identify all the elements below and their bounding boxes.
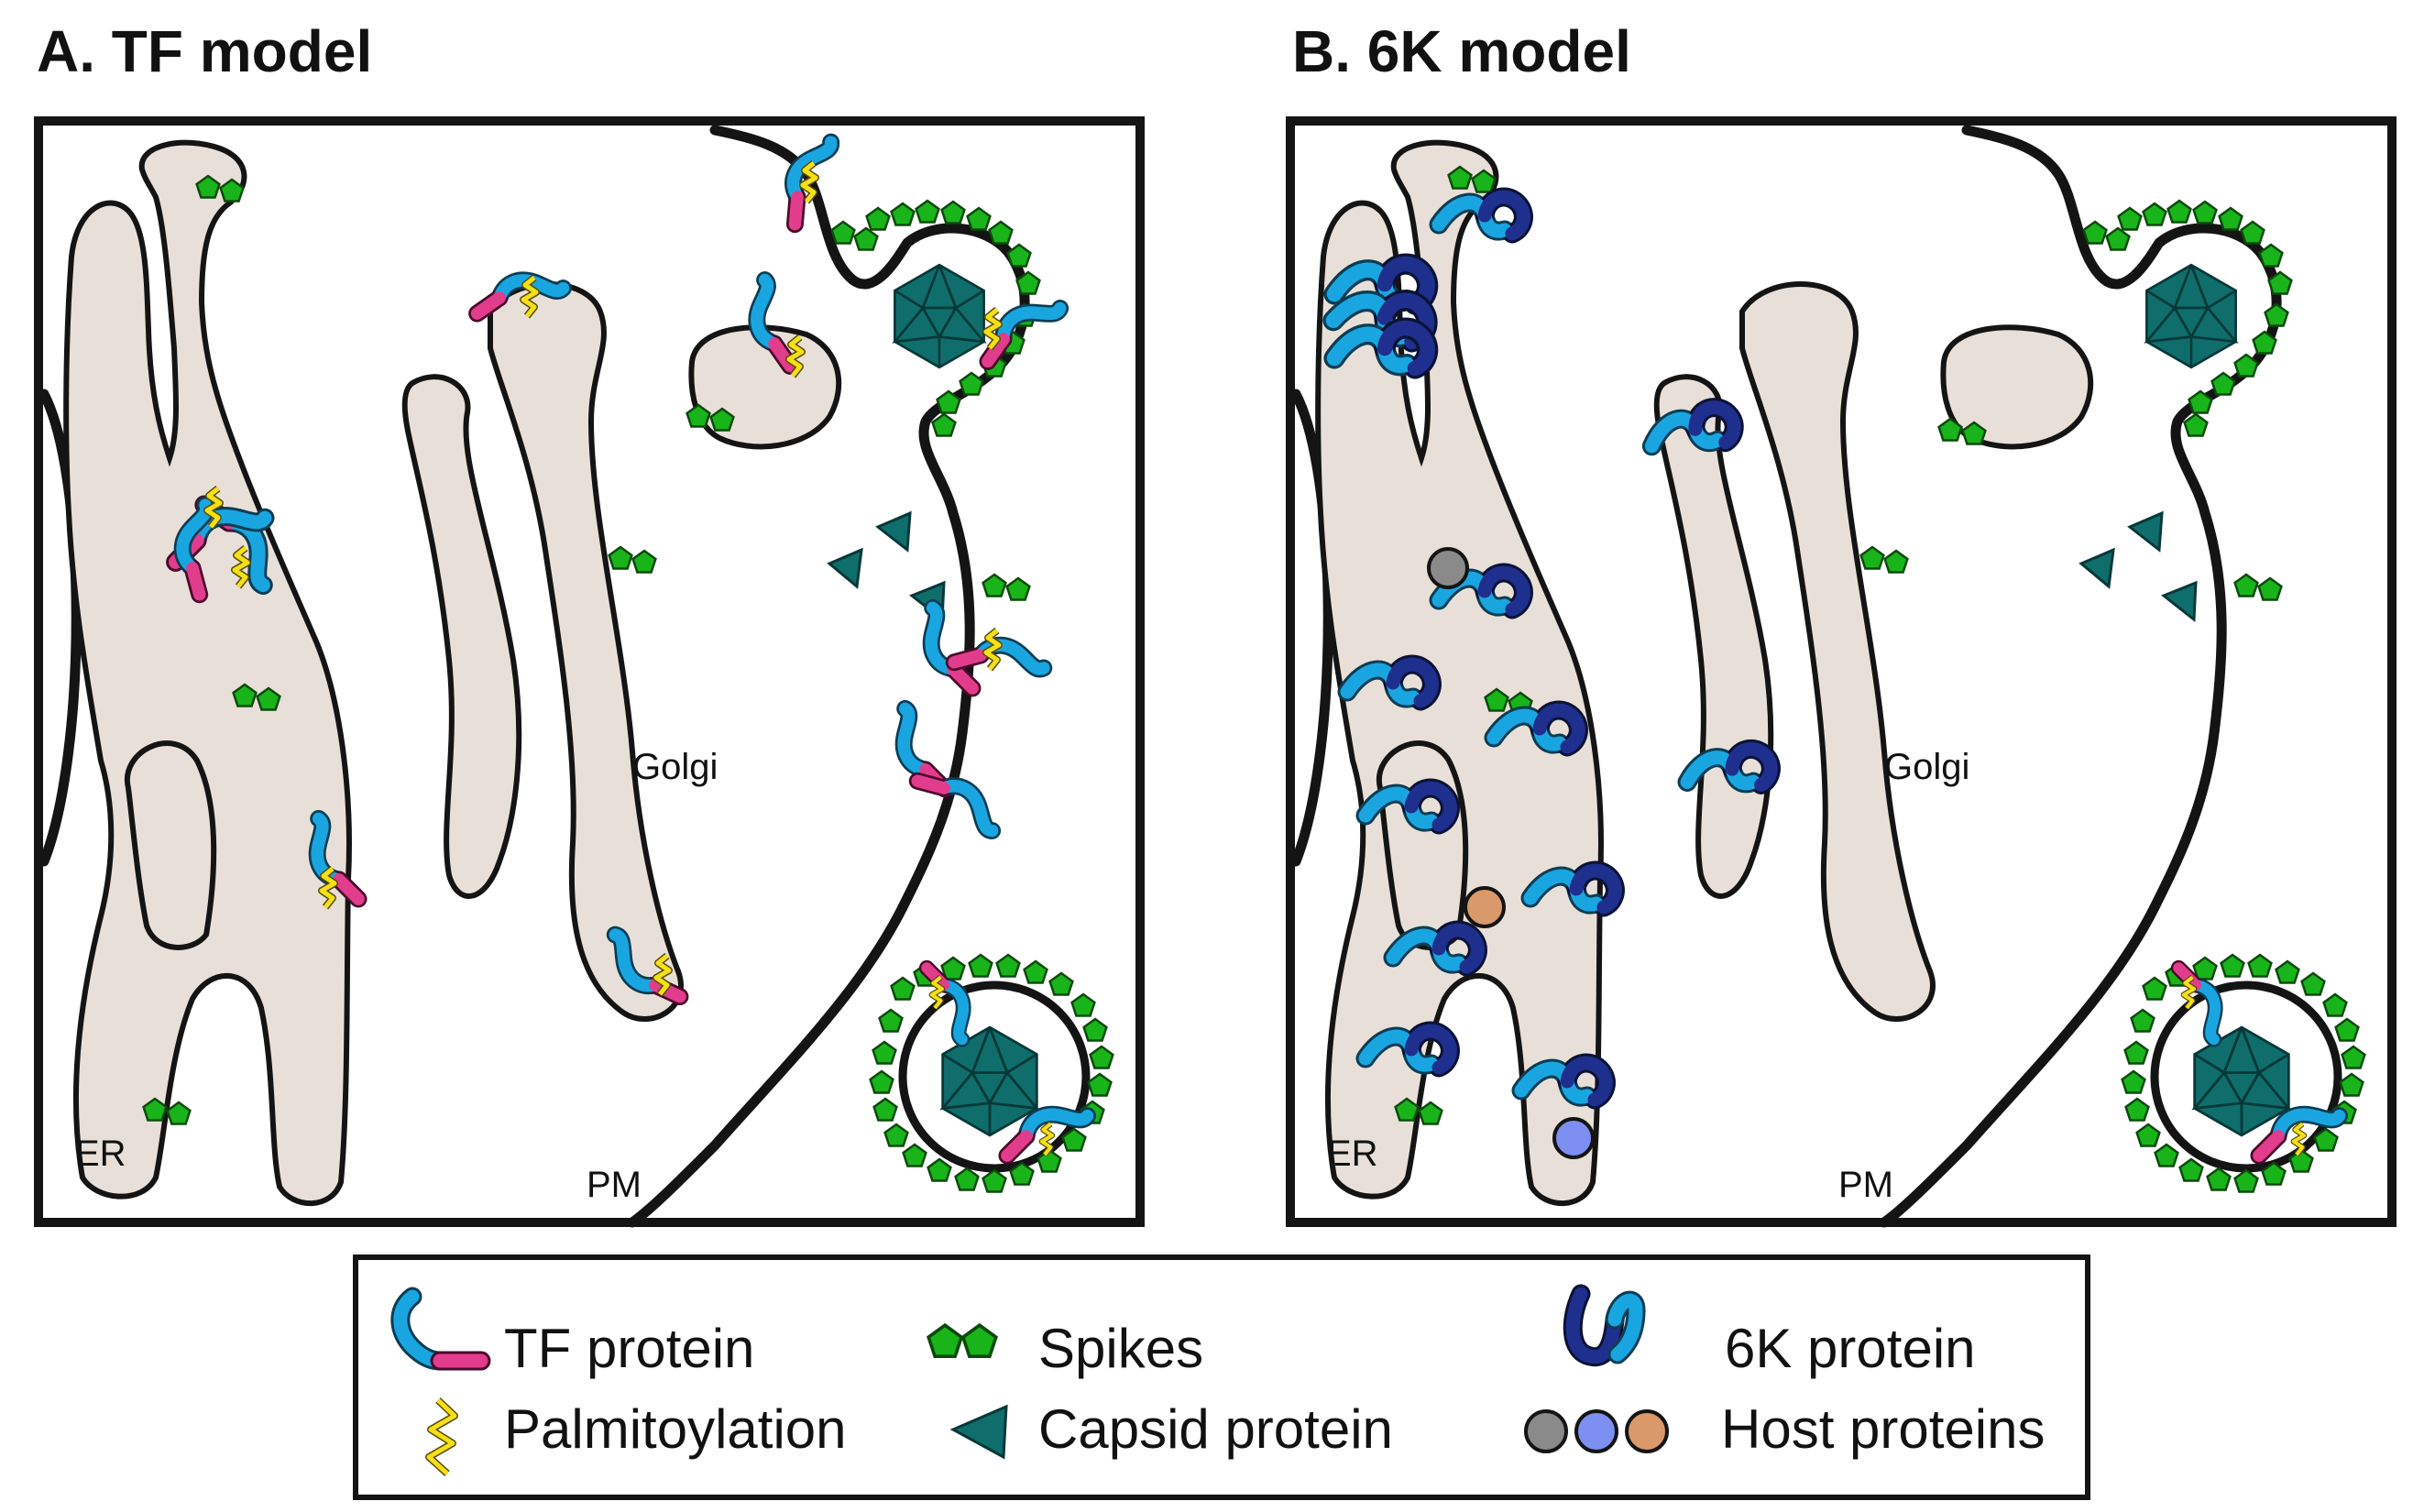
panel-a-title: A. TF model (37, 18, 372, 84)
legend-host-proteins: Host proteins (1721, 1398, 2046, 1460)
panel-b: B. 6K model ER Golgi PM (1286, 18, 2397, 1228)
panel-b-host-proteins (1427, 547, 1595, 1159)
panel-b-golgi-right (1739, 281, 1936, 1023)
panel-a-golgi-left (401, 374, 522, 899)
panel-b-capsid-proteins (2078, 510, 2198, 622)
panel-a-pm-label: PM (587, 1165, 642, 1205)
palmitoylation-icon (425, 1397, 458, 1476)
panel-b-golgi-left (1653, 374, 1774, 899)
panel-a-plasma-membrane (627, 125, 1030, 1228)
legend-palmitoylation: Palmitoylation (504, 1398, 847, 1460)
capsid-protein-icon (949, 1404, 1008, 1460)
legend-6k-protein: 6K protein (1725, 1318, 1976, 1379)
panel-b-plasma-membrane (1879, 125, 2282, 1228)
k6-protein-icon (1563, 1284, 1646, 1367)
panel-a-golgi-right (488, 281, 684, 1023)
tf-protein-icon (390, 1287, 491, 1371)
panel-a-er-label: ER (75, 1134, 126, 1174)
legend: TF protein Palmitoylation Spikes Capsid … (353, 1255, 2090, 1500)
panel-b-pm-label: PM (1838, 1165, 1893, 1205)
legend-spikes: Spikes (1038, 1318, 1203, 1379)
panel-a-er (63, 139, 352, 1207)
panel-a: A. TF model ER Golgi PM (34, 18, 1145, 1228)
legend-capsid-protein: Capsid protein (1038, 1398, 1393, 1460)
panel-b-golgi-label: Golgi (1884, 747, 1969, 787)
host-protein-icon (1524, 1409, 1669, 1453)
panel-a-golgi-label: Golgi (632, 747, 718, 787)
panel-b-title: B. 6K model (1292, 18, 1631, 84)
legend-tf-protein: TF protein (504, 1318, 754, 1379)
panel-b-er-label: ER (1327, 1134, 1378, 1174)
legend-box (353, 1255, 2090, 1500)
